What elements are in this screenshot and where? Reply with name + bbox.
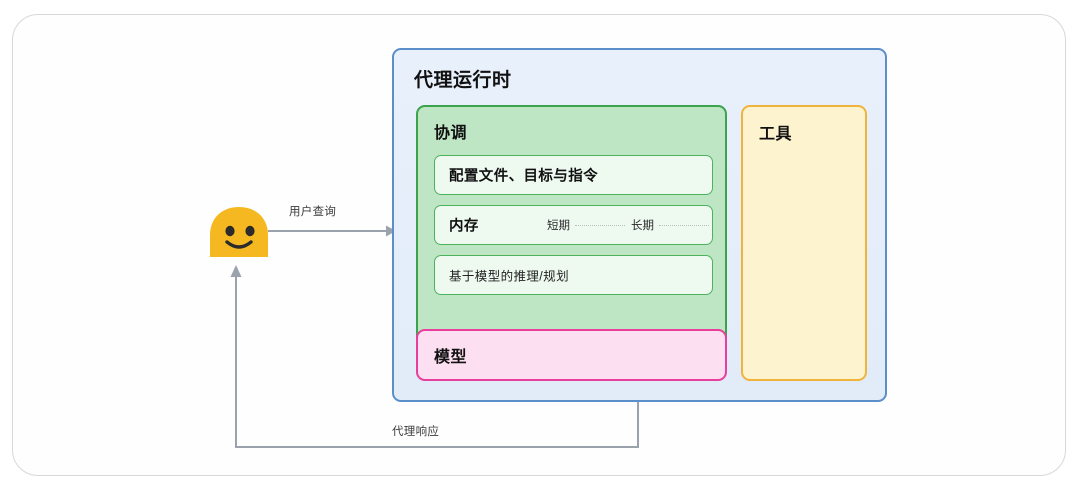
memory-short-term-leader	[575, 224, 625, 226]
user-query-label: 用户查询	[289, 206, 337, 218]
orchestration-title: 协调	[434, 125, 468, 142]
orchestration-container: 协调 配置文件、目标与指令 内存 短期 长期 基于模型的推理/规划	[416, 105, 727, 363]
orchestration-row-profile-label: 配置文件、目标与指令	[449, 168, 598, 185]
orchestration-row-reasoning: 基于模型的推理/规划	[434, 255, 713, 295]
orchestration-row-memory-label: 内存	[449, 218, 479, 235]
memory-long-term-label: 长期	[631, 220, 654, 232]
memory-short-term: 短期	[547, 217, 625, 233]
user-actor	[208, 205, 270, 259]
memory-long-term-leader	[659, 224, 709, 226]
agent-runtime-title: 代理运行时	[414, 70, 512, 91]
agent-response-arrow	[225, 255, 650, 460]
memory-long-term: 长期	[631, 217, 709, 233]
model-title: 模型	[434, 349, 468, 366]
tools-container: 工具	[741, 105, 867, 381]
tools-title: 工具	[759, 126, 793, 143]
agent-response-label: 代理响应	[392, 426, 440, 438]
orchestration-row-reasoning-label: 基于模型的推理/规划	[449, 269, 569, 284]
user-query-arrow	[268, 200, 398, 248]
orchestration-row-memory: 内存 短期 长期	[434, 205, 713, 245]
orchestration-row-profile: 配置文件、目标与指令	[434, 155, 713, 195]
memory-short-term-label: 短期	[547, 220, 570, 232]
smiley-face-icon	[208, 205, 270, 259]
agent-runtime-container: 代理运行时 协调 配置文件、目标与指令 内存 短期 长期 基于模型的推理/规划 …	[392, 48, 887, 402]
model-container: 模型	[416, 329, 727, 381]
